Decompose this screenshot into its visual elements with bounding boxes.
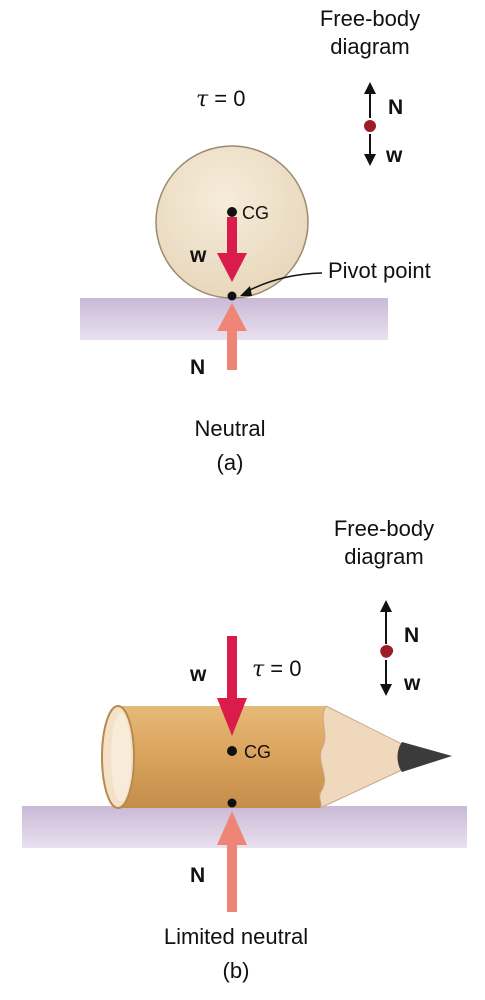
fbd-a: Free-body diagram N w xyxy=(320,6,420,167)
weight-arrow-head-b xyxy=(217,698,247,736)
pencil xyxy=(101,705,452,809)
pivot-pointer xyxy=(245,272,323,293)
panel-a: Free-body diagram N w τ = 0 CG w Pivot xyxy=(80,6,431,475)
normal-arrow-shaft-b xyxy=(227,842,237,912)
normal-label-a: N xyxy=(190,356,205,379)
normal-label-b: N xyxy=(190,864,205,887)
pencil-body xyxy=(118,706,326,808)
panel-b: Free-body diagram N w τ = 0 xyxy=(22,516,467,983)
normal-arrow-head-a xyxy=(217,303,247,331)
fbd-b-title-line2: diagram xyxy=(344,544,423,569)
fbd-b-n-label: N xyxy=(404,624,419,647)
cg-label-b: CG xyxy=(244,742,271,762)
fbd-a-w-label: w xyxy=(385,144,403,167)
fbd-a-up-arrowhead xyxy=(364,82,376,94)
fbd-a-title-line2: diagram xyxy=(330,34,409,59)
pencil-lead xyxy=(397,742,452,772)
pencil-wood xyxy=(319,705,403,809)
weight-arrow-head-a xyxy=(217,253,247,282)
fbd-a-n-label: N xyxy=(388,96,403,119)
pivot-pointer-head xyxy=(240,286,252,296)
pencil-end-inner xyxy=(111,713,131,801)
fbd-b-w-label: w xyxy=(403,672,421,695)
fbd-a-down-arrowhead xyxy=(364,154,376,166)
fbd-a-title-line1: Free-body xyxy=(320,6,420,31)
caption-b: (b) xyxy=(223,958,250,983)
torque-label-b: τ = 0 xyxy=(252,656,301,682)
pivot-label: Pivot point xyxy=(328,258,431,283)
cg-label-a: CG xyxy=(242,203,269,223)
normal-arrow-head-b xyxy=(217,811,247,845)
weight-label-a: w xyxy=(189,244,207,267)
torque-label-a: τ = 0 xyxy=(196,86,245,112)
cg-dot-b xyxy=(227,746,237,756)
weight-label-b: w xyxy=(189,663,207,686)
weight-arrow-shaft-b xyxy=(227,636,237,700)
caption-a: (a) xyxy=(217,450,244,475)
cg-dot-a xyxy=(227,207,237,217)
fbd-b: Free-body diagram N w xyxy=(334,516,434,696)
normal-arrow-shaft-a xyxy=(227,328,237,370)
fbd-a-dot xyxy=(364,120,376,132)
pivot-dot xyxy=(227,291,237,301)
state-label-a: Neutral xyxy=(195,416,266,441)
state-label-b: Limited neutral xyxy=(164,924,308,949)
fbd-b-dot xyxy=(380,645,394,658)
weight-arrow-shaft-a xyxy=(227,217,237,257)
fbd-b-down-arrowhead xyxy=(380,684,392,696)
fbd-b-up-arrowhead xyxy=(380,600,392,612)
fbd-b-title-line1: Free-body xyxy=(334,516,434,541)
contact-dot-b xyxy=(227,798,237,808)
